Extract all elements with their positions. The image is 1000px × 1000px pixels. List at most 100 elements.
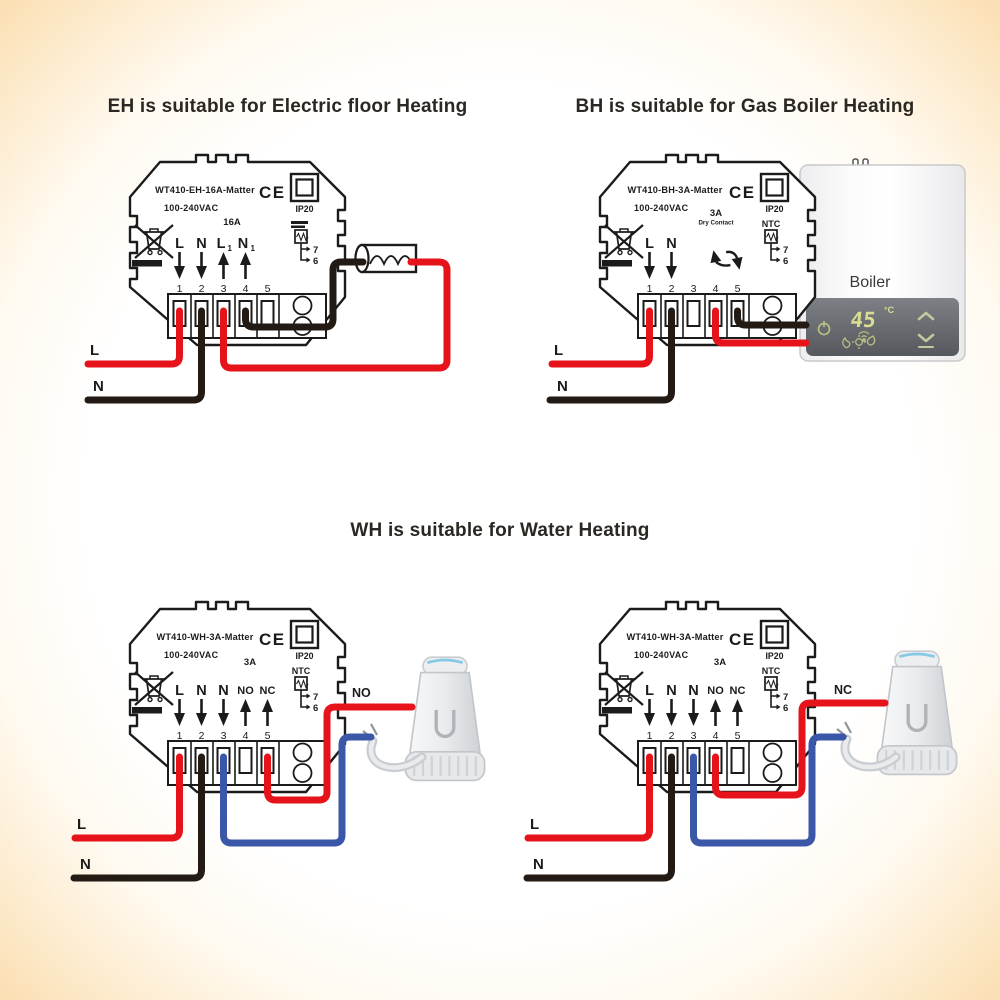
ntc-label: NTC (292, 666, 311, 676)
eh-section-title: EH is suitable for Electric floor Heatin… (107, 96, 468, 117)
wh-thermostat-device: WT410-WH-3A-Matter 100-240VAC CE IP20 3A… (128, 600, 347, 794)
slot-number-3: 3 (691, 283, 697, 295)
eh-diagram: WT410-EH-16A-Matter 100-240VAC CE IP20 1… (84, 153, 451, 404)
live-label: L (77, 816, 86, 833)
nc-wire-label: NC (834, 683, 852, 697)
actuator-cable-highlight (368, 738, 425, 770)
slot-number-4: 4 (243, 283, 249, 295)
bh-thermostat-device: WT410-BH-3A-Matter 100-240VAC CE IP20 3A… (598, 153, 817, 347)
slot-number-1: 1 (177, 283, 183, 295)
neutral-in-wire (546, 307, 675, 404)
terminal-label-n1-sub: 1 (251, 244, 256, 253)
ip-rating-label: IP20 (765, 204, 783, 214)
terminal-label-l: L (175, 236, 184, 252)
boiler-display (806, 298, 959, 356)
slot-number-3: 3 (221, 730, 227, 742)
slot-number-4: 4 (243, 730, 249, 742)
live-in-wire (84, 307, 183, 368)
model-label: WT410-WH-3A-Matter (156, 632, 253, 642)
wh-no-diagram: WT410-WH-3A-Matter 100-240VAC CE IP20 3A… (70, 600, 487, 882)
valve-actuator (875, 649, 959, 777)
load-rating-label: 3A (244, 657, 256, 668)
ce-mark: CE (729, 630, 756, 649)
load-live-wire (220, 258, 451, 372)
boiler-temp-unit: °C (884, 305, 895, 315)
sensor-pin-7: 7 (783, 692, 788, 703)
ntc-fineprint (291, 221, 308, 224)
terminal-label-n2: N (688, 683, 698, 699)
temp-up-icon (917, 311, 935, 321)
valve-neutral-wire (220, 733, 375, 847)
ce-mark: CE (259, 183, 286, 202)
no-wire-label: NO (352, 686, 371, 700)
terminal-label-nc: NC (260, 685, 276, 697)
model-label: WT410-WH-3A-Matter (626, 632, 723, 642)
wh-nc-diagram: WT410-WH-3A-Matter 100-240VAC CE IP20 3A… (523, 600, 959, 882)
slot-number-1: 1 (647, 283, 653, 295)
voltage-label: 100-240VAC (634, 203, 689, 213)
slot-number-5: 5 (735, 283, 741, 295)
voltage-label: 100-240VAC (634, 650, 689, 660)
bh-section-title: BH is suitable for Gas Boiler Heating (575, 96, 915, 117)
valve-live-wire (712, 699, 889, 799)
terminal-label-l1: L (217, 236, 226, 252)
heating-element-coil (354, 243, 418, 274)
live-in-wire (548, 307, 653, 368)
ip-rating-label: IP20 (765, 651, 783, 661)
dry-contact-arrow-down (725, 250, 743, 270)
slot-number-3: 3 (221, 283, 227, 295)
terminal-label-l1-sub: 1 (228, 244, 233, 253)
live-in-wire (71, 753, 183, 842)
valve-neutral-wire (690, 733, 847, 847)
model-label: WT410-EH-16A-Matter (155, 185, 255, 195)
slot-number-3: 3 (691, 730, 697, 742)
valve-live-wire (264, 703, 416, 804)
boiler-live-wire (712, 307, 810, 347)
neutral-label: N (80, 856, 91, 873)
load-neutral-wire (242, 258, 367, 331)
sensor-pin-6: 6 (313, 256, 318, 267)
neutral-in-wire (523, 753, 675, 882)
slot-number-2: 2 (199, 283, 205, 295)
actuator-cable-highlight (842, 736, 899, 770)
load-rating-label: 16A (223, 217, 241, 228)
temp-down-icon (917, 333, 935, 343)
ntc-fineprint (291, 225, 305, 228)
live-label: L (90, 342, 99, 359)
sensor-pin-7: 7 (313, 692, 318, 703)
sensor-pin-7: 7 (783, 245, 788, 256)
sensor-pin-7: 7 (313, 245, 318, 256)
bh-diagram: Boiler 45 °C WT410-BH-3A-Matter 100-240V (546, 153, 966, 404)
ntc-label: NTC (762, 666, 781, 676)
terminal-label-l: L (645, 236, 654, 252)
sensor-pin-6: 6 (783, 703, 788, 714)
boiler-temp-readout: 45 (849, 307, 877, 332)
ce-mark: CE (259, 630, 286, 649)
sensor-pin-6: 6 (313, 703, 318, 714)
neutral-label: N (557, 378, 568, 395)
power-icon (817, 321, 831, 336)
terminal-label-nc: NC (730, 685, 746, 697)
ip-rating-label: IP20 (295, 204, 313, 214)
boiler: Boiler 45 °C (799, 158, 966, 362)
terminal-label-n2: N (218, 683, 228, 699)
drop-icon (866, 335, 876, 346)
ip-rating-label: IP20 (295, 651, 313, 661)
terminal-label-l: L (175, 683, 184, 699)
slot-number-2: 2 (669, 283, 675, 295)
neutral-in-wire (70, 753, 205, 882)
live-in-wire (524, 753, 653, 842)
terminal-label-l: L (645, 683, 654, 699)
eh-thermostat-device: WT410-EH-16A-Matter 100-240VAC CE IP20 1… (128, 153, 347, 347)
ntc-label: NTC (762, 219, 781, 229)
terminal-label-no: NO (237, 685, 254, 697)
boiler-neutral-wire (734, 307, 810, 329)
wifi-icon (858, 331, 870, 342)
slot-number-5: 5 (265, 730, 271, 742)
fan-icon (852, 335, 866, 349)
dry-contact-arrow-up (710, 250, 731, 267)
ce-mark: CE (729, 183, 756, 202)
wh-section-title: WH is suitable for Water Heating (350, 520, 650, 541)
slot-number-2: 2 (199, 730, 205, 742)
